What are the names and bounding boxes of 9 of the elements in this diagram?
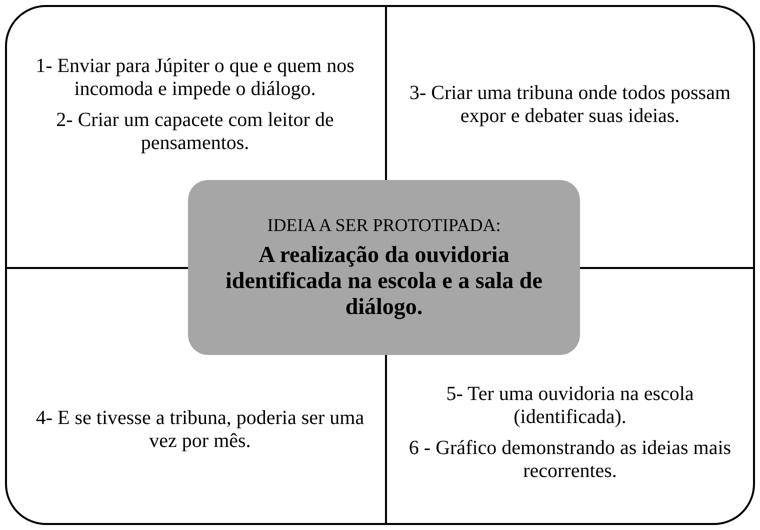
- idea-item: 4- E se tivesse a tribuna, poderia ser uma vez por mês.: [34, 407, 366, 453]
- idea-item: 1- Enviar para Júpiter o que e quem nos incomoda e impede o diálogo.: [34, 55, 356, 101]
- idea-item: 5- Ter uma ouvidoria na escola (identificada).: [445, 382, 695, 428]
- idea-text: A realização da ouvidoria identificada na escola e a sala de diálogo.: [224, 242, 544, 320]
- idea-box: [188, 180, 580, 355]
- idea-item: 2- Criar um capacete com leitor de pensamentos.: [55, 109, 335, 155]
- idea-heading: IDEIA A SER PROTOTIPADA:: [267, 215, 501, 236]
- idea-item: 6 - Gráfico demonstrando as ideias mais recorrentes.: [408, 436, 732, 482]
- idea-item: 3- Criar uma tribuna onde todos possam expor e debater suas ideias.: [408, 82, 732, 128]
